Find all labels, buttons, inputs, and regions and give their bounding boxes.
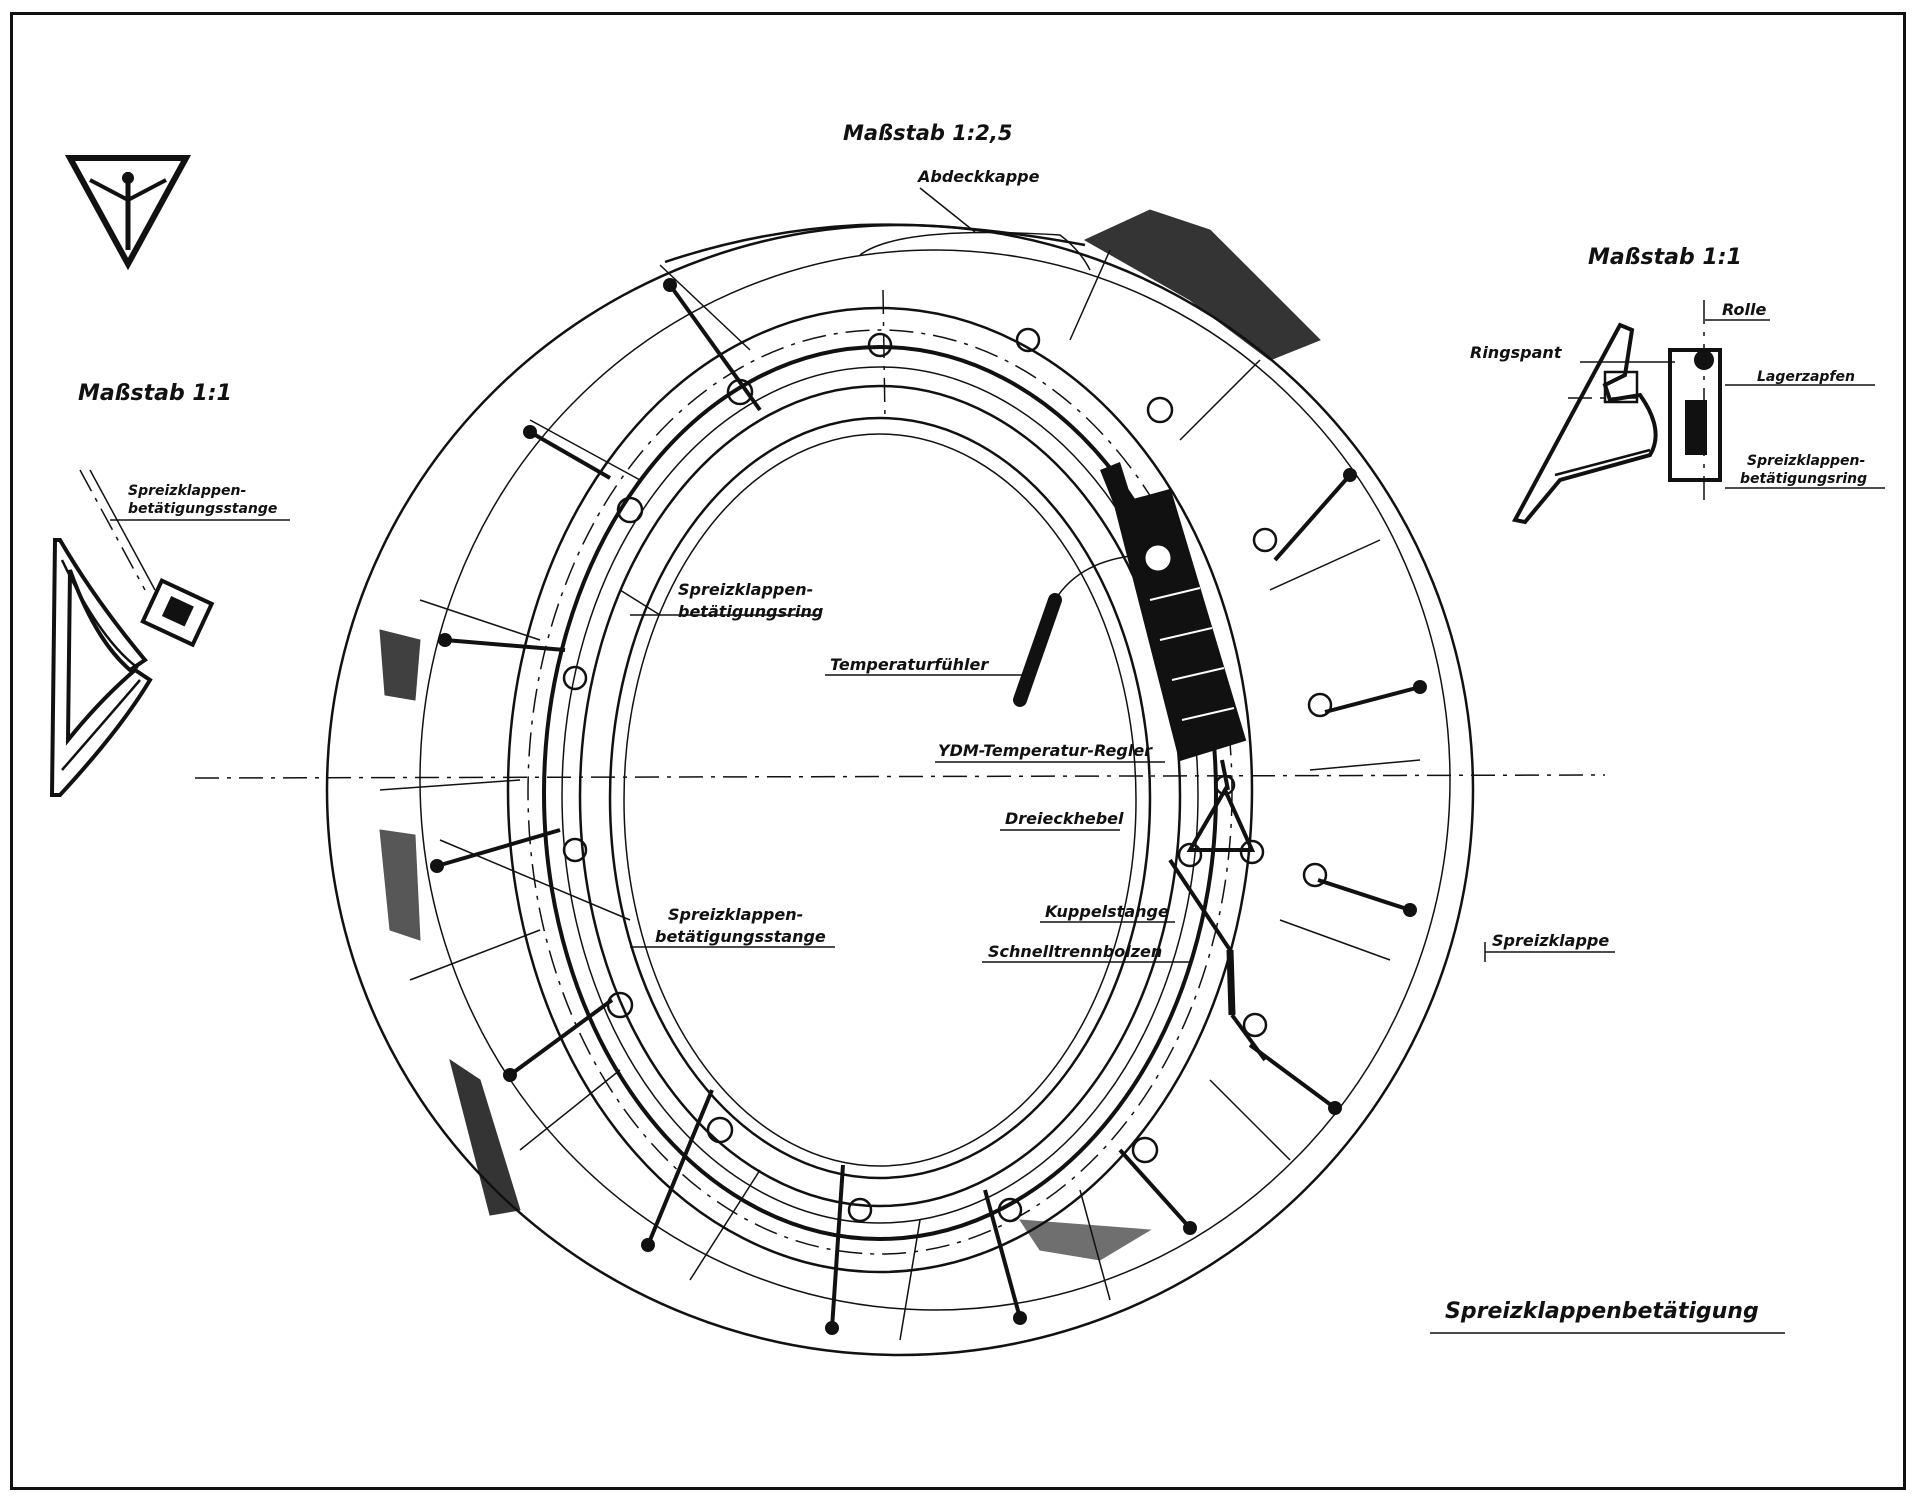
ring-assembly — [325, 209, 1475, 1357]
label-stange-2: betätigungsstange — [655, 927, 826, 946]
right-label-rolle: Rolle — [1722, 300, 1766, 319]
label-temperaturfuehler: Temperaturfühler — [830, 655, 989, 674]
actuating-rods — [436, 283, 1421, 1329]
labels: Maßstab 1:2,5 Maßstab 1:1 Maßstab 1:1 Ab… — [78, 121, 1867, 1324]
label-schnelltrennbolzen: Schnelltrennbolzen — [988, 942, 1162, 961]
label-abdeckkappe: Abdeckkappe — [916, 167, 1040, 186]
drawing-sheet — [10, 12, 1906, 1490]
left-detail — [49, 469, 290, 797]
right-label-ring-2: betätigungsring — [1740, 471, 1867, 487]
temperature-regulator — [1100, 462, 1247, 762]
label-kuppelstange: Kuppelstange — [1045, 902, 1169, 921]
logo-emblem — [64, 155, 192, 271]
leader-lines — [439, 187, 1785, 1334]
scale-center: Maßstab 1:2,5 — [843, 121, 1012, 145]
left-label-stange-2: betätigungsstange — [128, 501, 277, 517]
right-label-lagerzapfen: Lagerzapfen — [1757, 369, 1855, 385]
right-detail — [1511, 300, 1885, 525]
scale-left: Maßstab 1:1 — [78, 381, 232, 406]
ring-bolts — [562, 327, 1333, 1223]
label-ring-1: Spreizklappen- — [678, 580, 813, 599]
right-label-ring-1: Spreizklappen- — [1747, 453, 1866, 469]
label-dreieckhebel: Dreieckhebel — [1005, 809, 1124, 828]
scale-right: Maßstab 1:1 — [1588, 245, 1742, 270]
triangle-lever — [1168, 759, 1267, 1062]
left-label-stange-1: Spreizklappen- — [128, 483, 247, 499]
center-lines — [194, 289, 1606, 779]
label-regler: YDM-Temperatur-Regler — [938, 741, 1153, 760]
label-spreizklappe: Spreizklappe — [1492, 931, 1609, 950]
label-ring-2: betätigungsring — [678, 602, 823, 621]
right-label-ringspant: Ringspant — [1470, 343, 1563, 362]
drawing-title: Spreizklappenbetätigung — [1445, 1299, 1759, 1324]
label-stange-1: Spreizklappen- — [668, 905, 803, 924]
rod-ball-ends — [430, 278, 1427, 1335]
